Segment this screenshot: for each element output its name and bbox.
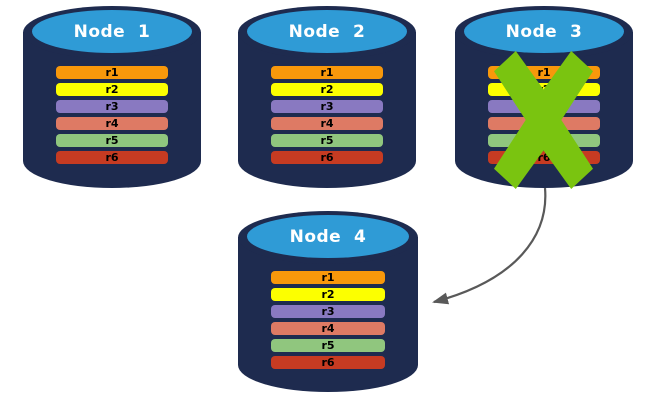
cylinder-top-rim: Node 1 <box>23 6 201 59</box>
cylinder-top-rim: Node 3 <box>455 6 633 59</box>
replica-row-r1: r1 <box>271 271 385 284</box>
replica-row-r5: r5 <box>56 134 168 147</box>
replica-rows: r1 r2 r3 r4 r5 r6 <box>271 66 383 164</box>
replica-row-r2: r2 <box>271 83 383 96</box>
replica-row-r5: r5 <box>271 134 383 147</box>
cylinder-top-face: Node 2 <box>247 10 407 53</box>
cylinder-top-rim: Node 4 <box>238 211 418 264</box>
cylinder-top-face: Node 3 <box>464 10 624 53</box>
replica-row-r5: r5 <box>271 339 385 352</box>
replica-row-r3: r3 <box>271 305 385 318</box>
node-2: Node 2 r1 r2 r3 r4 r5 r6 <box>238 6 416 188</box>
failover-arrow-path <box>432 187 547 305</box>
replica-row-r4: r4 <box>271 322 385 335</box>
cylinder-top-face: Node 1 <box>32 10 192 53</box>
node-title: Node 3 <box>505 21 583 42</box>
replica-row-r2: r2 <box>271 288 385 301</box>
replica-row-r1: r1 <box>56 66 168 79</box>
replica-row-r3: r3 <box>271 100 383 113</box>
cylinder-top-face: Node 4 <box>247 215 409 258</box>
replica-row-r3: r3 <box>56 100 168 113</box>
replica-row-r4: r4 <box>271 117 383 130</box>
node-title: Node 4 <box>289 226 367 247</box>
node-4: Node 4 r1 r2 r3 r4 r5 r6 <box>238 211 418 392</box>
replica-row-r6: r6 <box>56 151 168 164</box>
replica-rows: r1 r2 r3 r4 r5 r6 <box>271 271 385 369</box>
replica-row-r6: r6 <box>271 356 385 369</box>
failure-x-icon <box>494 51 593 189</box>
node-title: Node 2 <box>288 21 366 42</box>
replica-row-r1: r1 <box>271 66 383 79</box>
cylinder-top-rim: Node 2 <box>238 6 416 59</box>
replica-rows: r1 r2 r3 r4 r5 r6 <box>56 66 168 164</box>
replica-row-r4: r4 <box>56 117 168 130</box>
replica-row-r2: r2 <box>56 83 168 96</box>
node-title: Node 1 <box>73 21 151 42</box>
node-1: Node 1 r1 r2 r3 r4 r5 r6 <box>23 6 201 188</box>
replica-row-r6: r6 <box>271 151 383 164</box>
